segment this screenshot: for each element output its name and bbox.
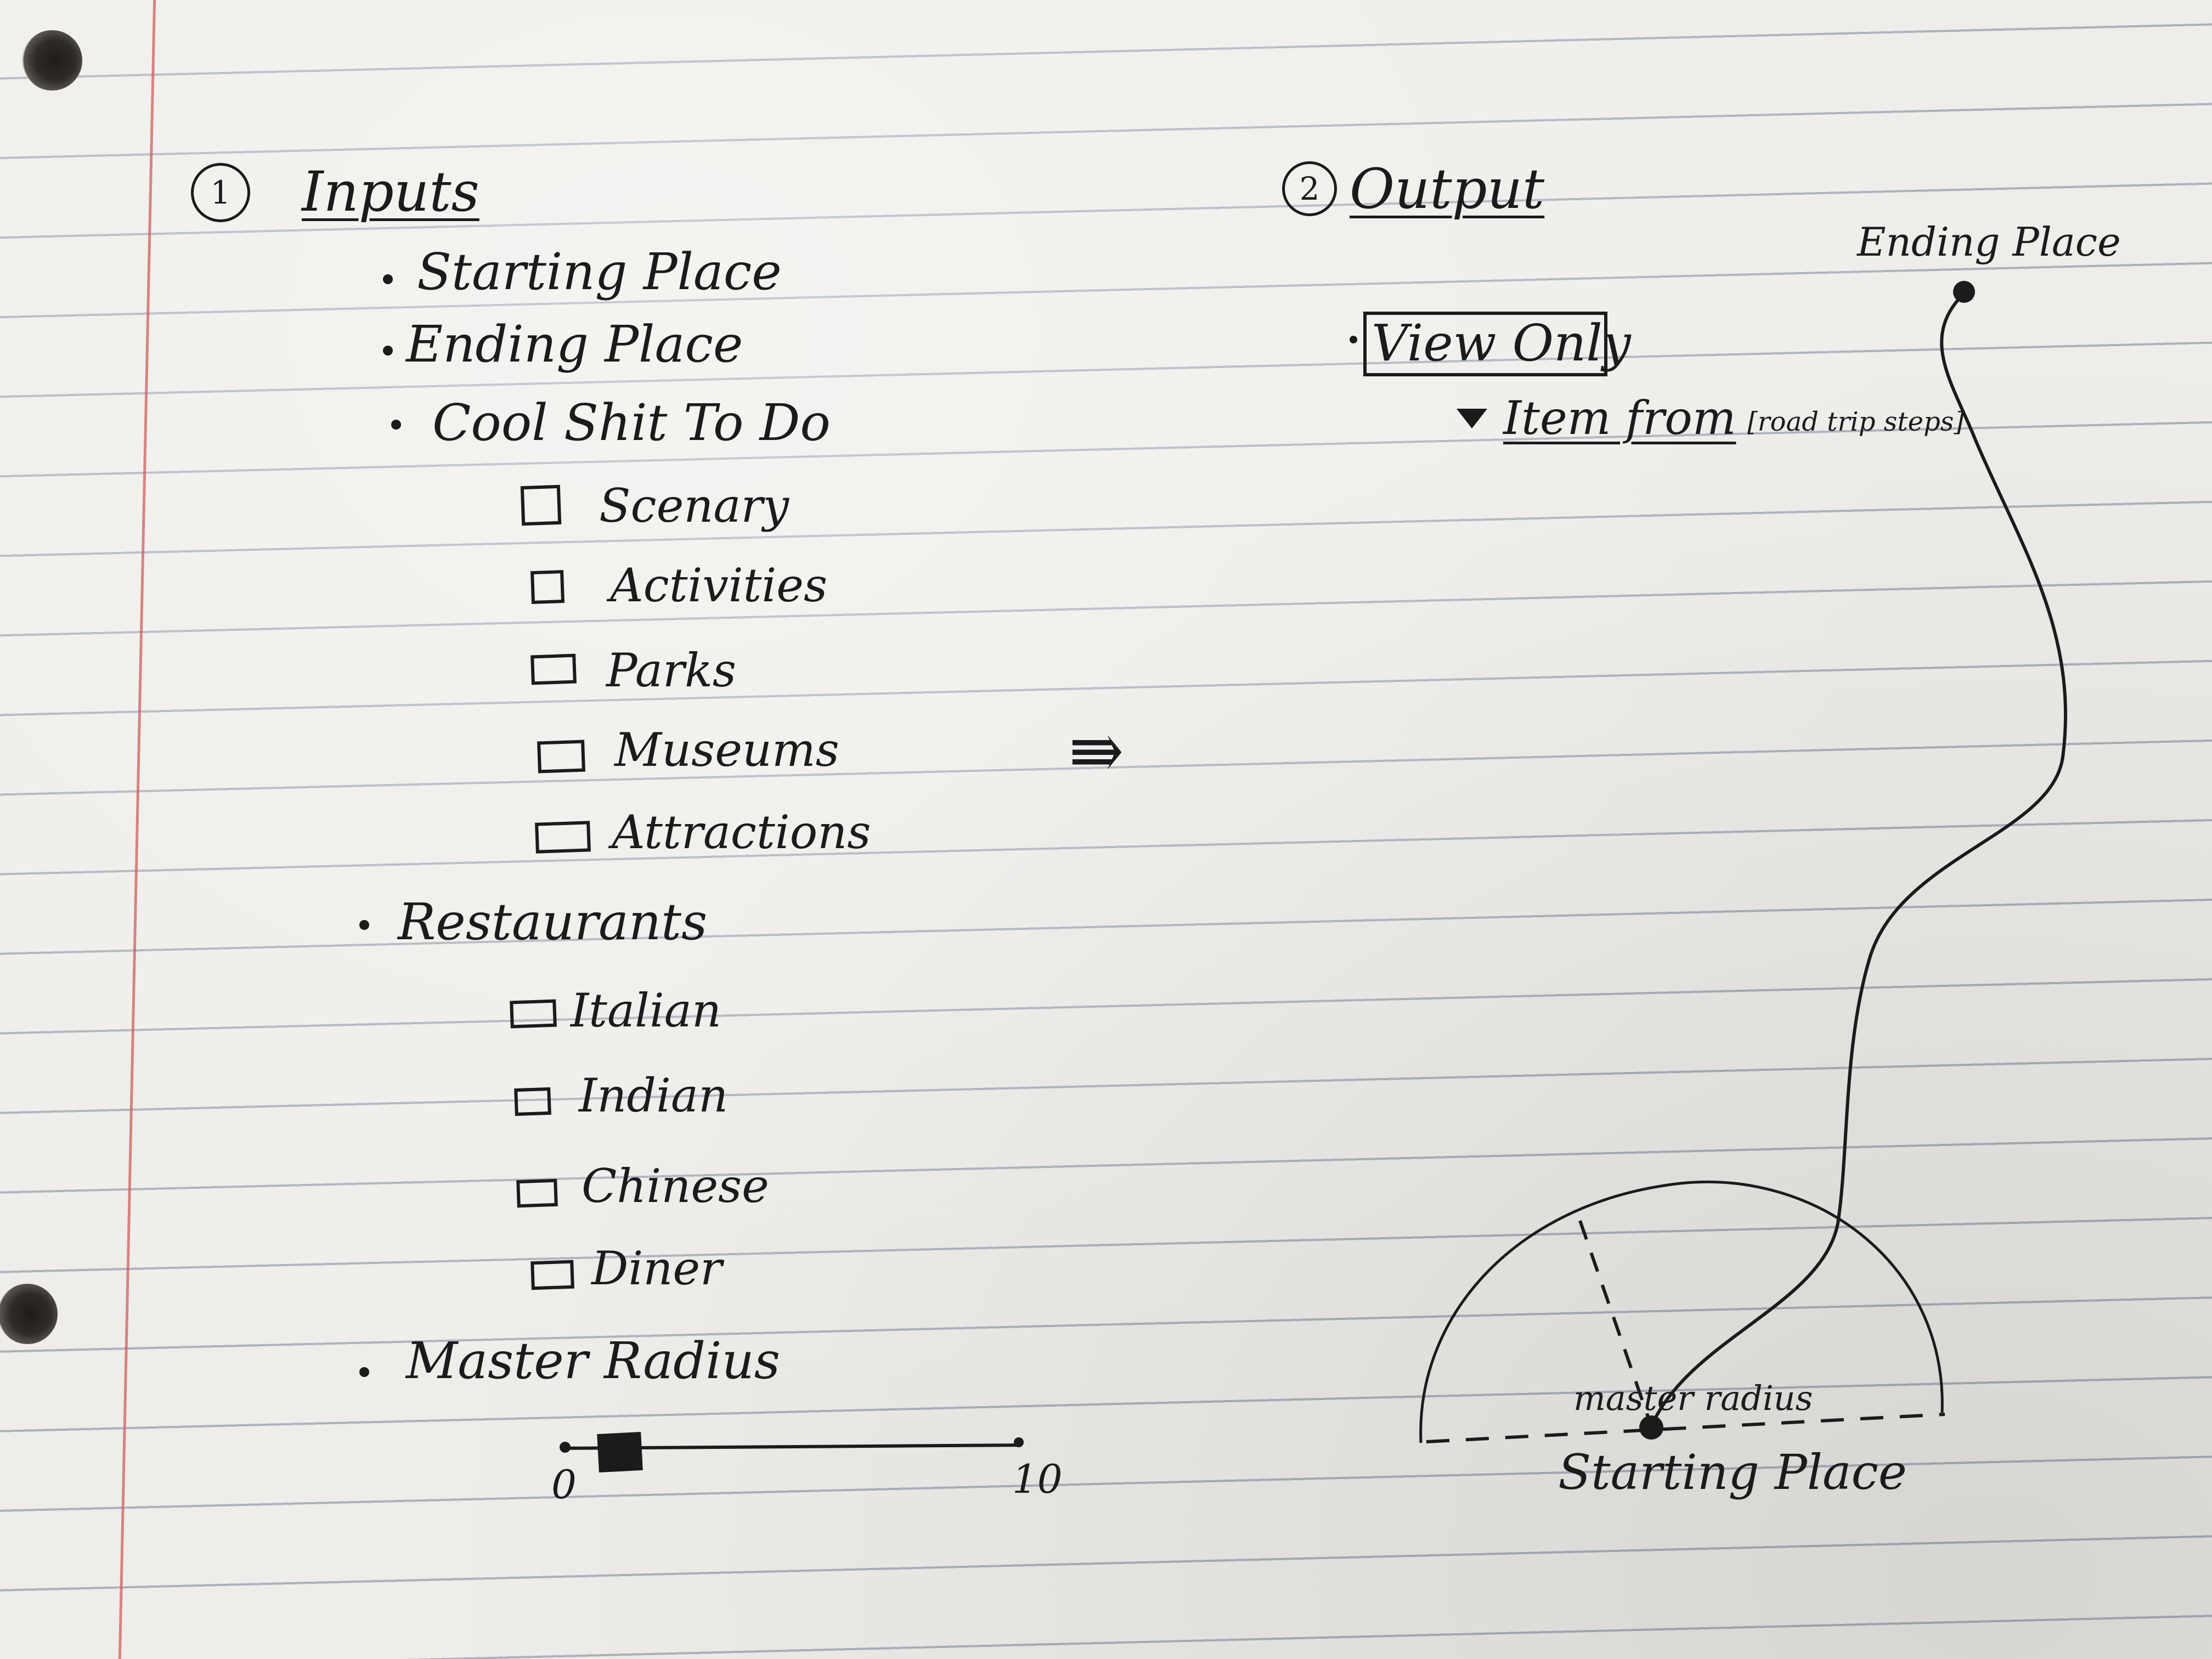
radius-dashed-line bbox=[1578, 1220, 1653, 1427]
view-only-box bbox=[1363, 312, 1607, 376]
map-radius-label: master radius bbox=[1573, 1378, 1813, 1418]
restaurants-label: Restaurants bbox=[398, 893, 708, 951]
label-diner: Diner bbox=[591, 1242, 723, 1295]
punch-hole-bottom bbox=[0, 1284, 58, 1344]
label-italian: Italian bbox=[571, 984, 721, 1037]
punch-hole-top bbox=[22, 30, 82, 91]
cool-stuff-label: Cool Shit To Do bbox=[432, 393, 831, 452]
bullet-view-only bbox=[1350, 336, 1357, 343]
map-starting-place-label: Starting Place bbox=[1558, 1444, 1907, 1500]
input-ending-place[interactable]: Ending Place bbox=[406, 315, 743, 374]
starting-place-marker bbox=[1639, 1415, 1663, 1440]
slider-min-dot bbox=[560, 1442, 571, 1453]
label-activities: Activities bbox=[610, 558, 828, 612]
flow-arrow: ⇛ bbox=[1069, 713, 1124, 789]
ending-place-marker bbox=[1953, 281, 1975, 303]
output-heading: Output bbox=[1350, 157, 1545, 221]
section-number-1: 1 bbox=[191, 163, 250, 222]
label-attractions: Attractions bbox=[612, 805, 871, 859]
label-chinese: Chinese bbox=[582, 1159, 769, 1213]
bullet-cool-stuff bbox=[391, 420, 401, 430]
slider-max-dot bbox=[1014, 1437, 1024, 1447]
section-number-2: 2 bbox=[1282, 161, 1337, 216]
view-only-label: View Only bbox=[1372, 314, 1631, 373]
dropdown-source[interactable]: [road trip steps] bbox=[1747, 407, 1965, 437]
inputs-heading: Inputs bbox=[302, 160, 479, 224]
label-indian: Indian bbox=[579, 1069, 729, 1122]
dropdown-item-label[interactable]: Item from bbox=[1503, 391, 1736, 445]
label-parks: Parks bbox=[606, 644, 736, 697]
bullet-master-radius bbox=[359, 1367, 369, 1377]
bullet-starting-place bbox=[383, 274, 393, 284]
input-starting-place[interactable]: Starting Place bbox=[417, 242, 782, 301]
map-ending-place-label: Ending Place bbox=[1857, 219, 2121, 265]
radius-arc bbox=[1419, 1180, 1944, 1443]
bullet-restaurants bbox=[359, 920, 369, 930]
dropdown-triangle-icon[interactable] bbox=[1457, 409, 1487, 428]
label-museums: Museums bbox=[614, 723, 839, 777]
section-number-1-text: 1 bbox=[210, 174, 231, 211]
master-radius-label: Master Radius bbox=[406, 1331, 780, 1390]
route-line bbox=[1650, 295, 2068, 1428]
radius-baseline bbox=[1426, 1413, 1945, 1443]
bullet-ending-place bbox=[383, 346, 393, 356]
section-number-2-text: 2 bbox=[1299, 170, 1320, 207]
master-radius-slider[interactable] bbox=[560, 1426, 1024, 1481]
slider-max-label: 10 bbox=[1012, 1456, 1063, 1502]
label-scenary: Scenary bbox=[599, 479, 789, 533]
slider-min-label: 0 bbox=[551, 1462, 577, 1508]
